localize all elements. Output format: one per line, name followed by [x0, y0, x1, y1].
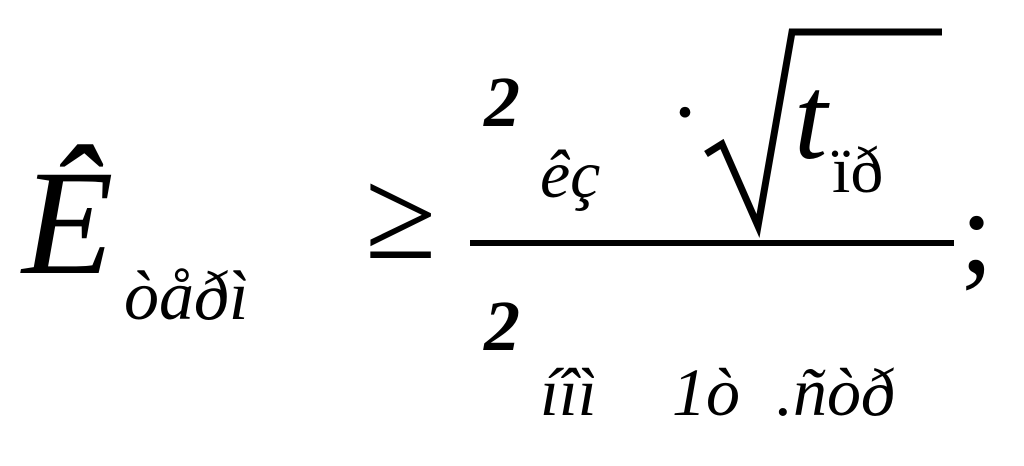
lhs-subscript: òåðì [124, 258, 249, 335]
square-root-sign [704, 28, 942, 239]
radicand-variable: t [794, 51, 828, 184]
relation-symbol: ≥ [365, 143, 437, 287]
radicand-subscript: ïð [832, 134, 884, 207]
denominator-subscript-1: íîì [540, 354, 597, 430]
denominator-subscript-3: .ñòð [776, 354, 895, 430]
denominator-coefficient: 2 [484, 286, 520, 366]
terminator-semicolon: ; [960, 165, 994, 298]
numerator-coefficient: 2 [484, 62, 520, 142]
denominator-subscript-2: 1ò [672, 354, 740, 430]
lhs-symbol: Ê [22, 140, 114, 306]
fraction-bar [470, 240, 954, 246]
multiplication-dot: · [670, 63, 700, 162]
numerator-subscript: êç [540, 136, 601, 212]
